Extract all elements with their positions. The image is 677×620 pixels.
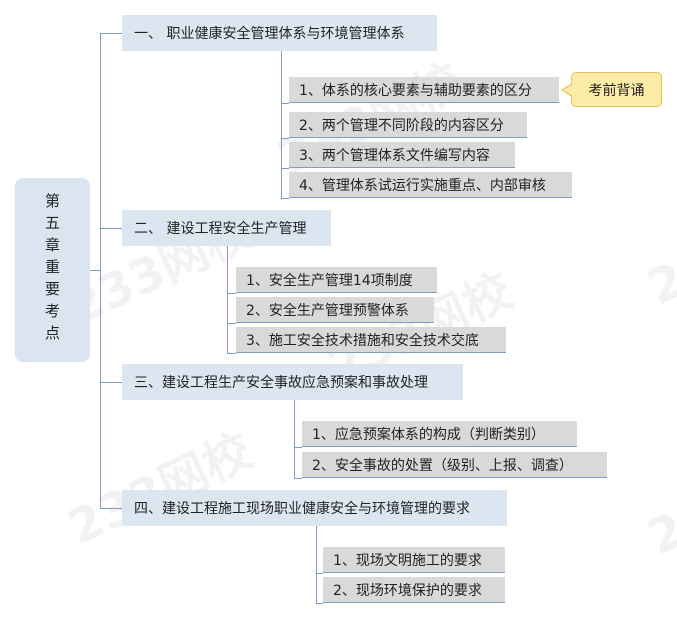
watermark: 233网校 [639,432,677,567]
connector [100,33,101,509]
subtopic-node[interactable]: 2、安全事故的处置（级别、上报、调查） [302,452,607,478]
connector [227,246,228,354]
subtopic-node[interactable]: 3、施工安全技术措施和安全技术交底 [236,327,506,353]
subtopic-node[interactable]: 2、安全生产管理预警体系 [236,297,434,323]
subtopic-node[interactable]: 1、现场文明施工的要求 [323,547,505,573]
connector [100,382,122,383]
subtopic-node[interactable]: 2、两个管理不同阶段的内容区分 [289,112,527,138]
callout-note[interactable]: 考前背诵 [561,72,662,107]
connector [100,508,122,509]
subtopic-node[interactable]: 4、管理体系试运行实施重点、内部审核 [289,172,572,198]
connector [316,526,317,604]
subtopic-node[interactable]: 3、两个管理体系文件编写内容 [289,142,515,168]
connector [294,478,302,479]
connector [316,573,323,574]
connector [281,138,289,139]
connector [227,293,236,294]
connector [227,323,236,324]
watermark: 233网校 [54,412,261,558]
topic-node-1[interactable]: 一、 职业健康安全管理体系与环境管理体系 [122,15,437,51]
connector [100,228,122,229]
subtopic-node[interactable]: 1、体系的核心要素与辅助要素的区分 [289,77,559,103]
connector [281,103,289,104]
topic-node-3[interactable]: 三、建设工程生产安全事故应急预案和事故处理 [122,364,463,400]
connector [281,198,289,199]
subtopic-node[interactable]: 2、现场环境保护的要求 [323,577,505,603]
connector [281,168,289,169]
connector [227,353,236,354]
connector [90,270,100,271]
subtopic-node[interactable]: 1、应急预案体系的构成（判断类别） [302,421,577,447]
connector [316,603,323,604]
connector [281,51,282,199]
topic-node-4[interactable]: 四、建设工程施工现场职业健康安全与环境管理的要求 [122,490,507,526]
connector [100,33,122,34]
connector [294,400,295,479]
root-label: 第五章重要考点 [43,193,61,347]
watermark: 233网校 [639,182,677,317]
connector [294,447,302,448]
topic-node-2[interactable]: 二、 建设工程安全生产管理 [122,210,331,246]
root-node[interactable]: 第五章重要考点 [15,178,90,362]
subtopic-node[interactable]: 1、安全生产管理14项制度 [236,267,437,293]
